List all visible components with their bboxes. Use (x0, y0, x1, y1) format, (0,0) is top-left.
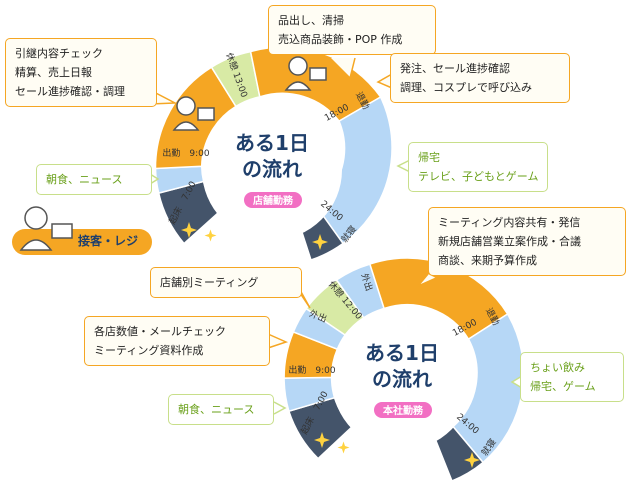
hq-title-line2: の流れ (372, 367, 432, 391)
store-ring: 起床 7:00 出勤 9:00 休憩 13:00 退勤 18:00 就寝 24:… (154, 46, 393, 261)
store-callout-breakfast: 朝食、ニュース (36, 164, 152, 195)
store-stars-icon (181, 222, 328, 250)
hq-callout-meeting: 店舗別ミーティング (150, 267, 302, 298)
hq-callout-evening: ちょい飲み 帰宅、ゲーム (520, 352, 624, 402)
callout-line: 引継内容チェック (15, 47, 103, 60)
cashier-person-icon (19, 206, 73, 251)
store-callout-noon: 品出し、清掃 売込商品装飾・POP 作成 (268, 5, 436, 55)
staff-person-icon-2 (284, 56, 327, 91)
role-badge-text: 接客・レジ (78, 234, 139, 248)
staff-person-icon (172, 96, 215, 131)
hq-label-work-start: 出勤 9:00 (288, 364, 335, 376)
store-callout-evening: 帰宅 テレビ、子どもとゲーム (408, 142, 548, 192)
callout-line: 朝食、ニュース (46, 173, 123, 186)
callout-line: 新規店舗営業立案作成・合議 (438, 235, 581, 248)
hq-stars-icon (314, 432, 480, 468)
callout-line: テレビ、子どもとゲーム (418, 170, 539, 183)
callout-line: 売込商品装飾・POP 作成 (278, 33, 403, 46)
store-callout-afternoon: 発注、セール進捗確認 調理、コスプレで呼び込み (390, 53, 570, 103)
callout-line: 帰宅 (418, 151, 440, 164)
callout-line: 品出し、清掃 (278, 14, 344, 27)
store-label-work-start: 出勤 9:00 (162, 147, 209, 159)
store-badge-text: 店舗勤務 (253, 194, 294, 207)
hq-ring-center (332, 310, 472, 450)
callout-line: ちょい飲み (530, 361, 585, 374)
hq-badge (374, 402, 432, 418)
callout-line: 発注、セール進捗確認 (400, 62, 510, 75)
hq-title-line1: ある1日 (365, 341, 439, 365)
callout-line: 商談、来期予算作成 (438, 254, 537, 267)
callout-line: 朝食、ニュース (178, 403, 255, 416)
store-badge (244, 192, 302, 208)
callout-line: 精算、売上日報 (15, 66, 92, 79)
callout-line: ミーティング資料作成 (94, 344, 204, 357)
hq-callout-breakfast: 朝食、ニュース (168, 394, 274, 425)
store-segment-evening-home (314, 95, 393, 245)
store-ring-center (202, 100, 342, 240)
callout-line: 店舗別ミーティング (160, 276, 259, 289)
hq-badge-text: 本社勤務 (383, 404, 424, 417)
callout-line: 各店数値・メールチェック (94, 325, 226, 338)
callout-line: ミーティング内容共有・発信 (438, 216, 581, 229)
store-title-line1: ある1日 (235, 131, 309, 155)
store-title-line2: の流れ (242, 157, 302, 181)
hq-callout-morning: 各店数値・メールチェック ミーティング資料作成 (84, 316, 270, 366)
hq-callout-afternoon: ミーティング内容共有・発信 新規店舗営業立案作成・合議 商談、来期予算作成 (428, 207, 626, 276)
store-callout-morning: 引継内容チェック 精算、売上日報 セール進捗確認・調理 (5, 38, 157, 107)
callout-line: 調理、コスプレで呼び込み (400, 81, 532, 94)
callout-line: セール進捗確認・調理 (15, 85, 125, 98)
hq-ring: 起床 7:00 出勤 9:00 外出 休憩 12:00 外出 退勤 18:00 … (283, 257, 525, 481)
callout-line: 帰宅、ゲーム (530, 380, 596, 393)
